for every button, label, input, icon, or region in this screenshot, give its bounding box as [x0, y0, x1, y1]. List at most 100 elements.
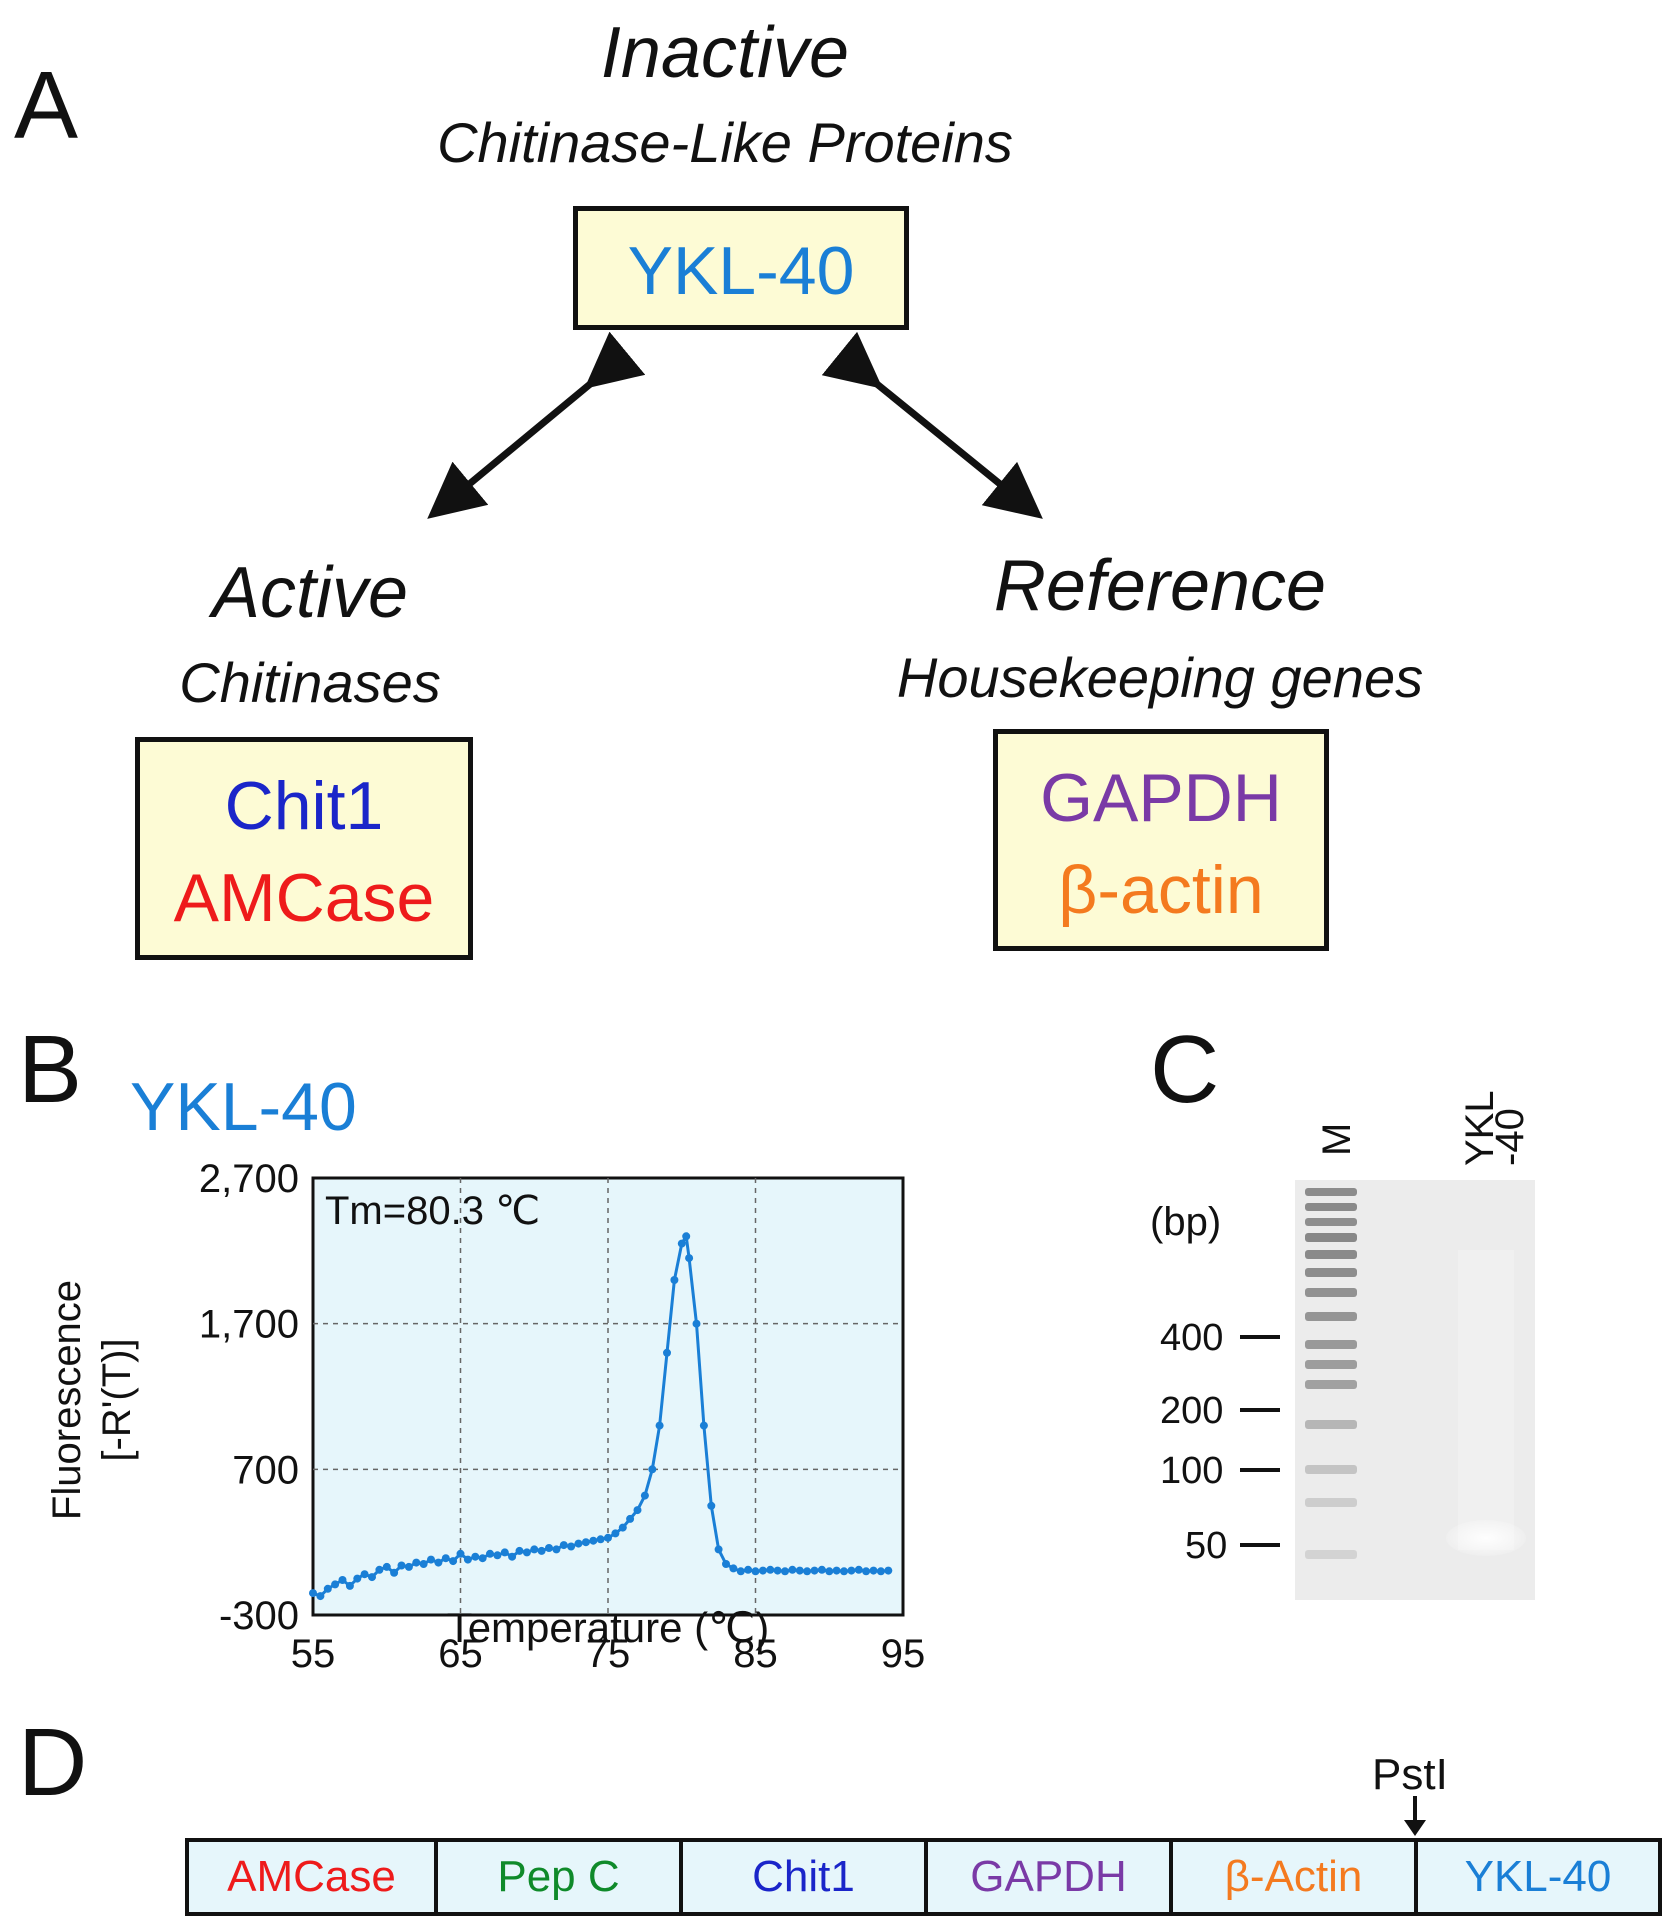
marker-label-200: 200	[1160, 1390, 1223, 1432]
bp-unit-label: (bp)	[1150, 1200, 1221, 1244]
data-point	[471, 1552, 480, 1561]
data-point	[611, 1529, 620, 1538]
x-axis-label: Temperature (℃)	[447, 1604, 770, 1651]
data-point	[729, 1564, 738, 1573]
data-point	[478, 1554, 487, 1563]
marker-lane-bands	[1305, 1188, 1357, 1559]
segment-amcase: AMCase	[189, 1842, 438, 1912]
segment-gapdh: GAPDH	[928, 1842, 1173, 1912]
data-point	[825, 1567, 834, 1576]
data-point	[604, 1533, 612, 1542]
data-point	[559, 1541, 568, 1550]
data-point	[640, 1491, 649, 1500]
data-point	[832, 1566, 841, 1575]
data-point	[869, 1566, 878, 1575]
inactive-title: Inactive	[600, 13, 850, 93]
segment-pep-c: Pep C	[438, 1842, 683, 1912]
data-point	[404, 1562, 413, 1571]
tm-annotation: Tm=80.3 ℃	[325, 1189, 540, 1233]
data-point	[309, 1589, 317, 1598]
data-point	[589, 1536, 598, 1545]
data-point	[596, 1535, 605, 1544]
data-point	[682, 1232, 691, 1241]
data-point	[515, 1546, 524, 1555]
y-tick-label: 1,700	[199, 1303, 299, 1347]
data-point	[626, 1514, 635, 1523]
data-point	[854, 1565, 863, 1574]
data-point	[847, 1566, 856, 1575]
segment-ykl40: YKL-40	[1464, 1852, 1612, 1901]
data-point	[552, 1545, 561, 1554]
data-point	[500, 1548, 509, 1557]
data-point	[375, 1565, 384, 1574]
data-point	[456, 1549, 465, 1558]
data-point	[345, 1581, 354, 1590]
data-point	[884, 1566, 893, 1575]
y-axis-label-line2: [-R'(T)]	[95, 1338, 139, 1461]
series-points	[309, 1232, 893, 1601]
active-title: Active	[211, 553, 409, 633]
active-subtitle: Chitinases	[179, 651, 441, 714]
x-tick-label: 95	[881, 1632, 926, 1676]
lane-label-marker: M	[1315, 1123, 1359, 1156]
relation-arrows	[427, 331, 1043, 519]
panel-d-letter: D	[18, 1709, 88, 1816]
data-point	[810, 1566, 819, 1575]
gene-amcase: AMCase	[173, 860, 435, 936]
panel-c-letter: C	[1150, 1016, 1220, 1123]
data-point	[331, 1580, 340, 1589]
data-point	[412, 1558, 421, 1567]
data-point	[744, 1565, 753, 1574]
data-point	[707, 1501, 716, 1510]
data-point	[581, 1538, 590, 1547]
ykl40-product-band	[1446, 1520, 1526, 1556]
x-tick-label: 55	[291, 1632, 336, 1676]
gene-gapdh: GAPDH	[1040, 760, 1282, 836]
data-point	[788, 1565, 797, 1574]
data-point	[773, 1566, 782, 1575]
data-point	[736, 1567, 745, 1576]
data-point	[692, 1319, 701, 1328]
data-point	[840, 1567, 848, 1576]
active-genes-box: Chit1 AMCase	[135, 737, 473, 960]
y-tick-label: -300	[219, 1594, 299, 1638]
data-point	[685, 1254, 694, 1263]
data-point	[699, 1421, 708, 1430]
y-tick-label: 2,700	[199, 1157, 299, 1201]
data-point	[316, 1592, 325, 1601]
inactive-subtitle: Chitinase-Like Proteins	[437, 111, 1013, 174]
data-point	[574, 1539, 583, 1548]
reference-subtitle: Housekeeping genes	[896, 646, 1424, 709]
x-tick-label: 65	[438, 1632, 483, 1676]
data-point	[618, 1523, 627, 1532]
chart-grid	[313, 1178, 903, 1615]
data-point	[655, 1421, 664, 1430]
data-point	[390, 1568, 399, 1577]
gene-beta-actin: β-actin	[1058, 852, 1264, 928]
data-point	[493, 1551, 502, 1560]
panel-b-letter: B	[18, 1016, 83, 1123]
data-point	[522, 1548, 531, 1557]
data-point	[434, 1558, 443, 1567]
marker-label-100: 100	[1160, 1450, 1223, 1492]
segment-chit1: Chit1	[683, 1842, 928, 1912]
y-axis-label-line1: Fluorescence	[45, 1280, 89, 1520]
data-point	[803, 1567, 812, 1576]
data-point	[368, 1573, 376, 1582]
pstI-arrow-icon	[1404, 1796, 1426, 1836]
data-point	[353, 1574, 362, 1583]
data-point	[323, 1584, 332, 1593]
data-point	[714, 1545, 723, 1554]
gel-figure: M YKL -40 (bp) 400 200 100 50	[1150, 1090, 1535, 1600]
data-point	[419, 1560, 428, 1568]
data-point	[567, 1542, 576, 1551]
ykl40-lane-smear	[1458, 1250, 1514, 1550]
marker-label-50: 50	[1185, 1525, 1227, 1567]
data-point	[530, 1545, 539, 1554]
data-point	[670, 1276, 679, 1284]
data-point	[441, 1554, 450, 1563]
arrow-ykl40-reference	[821, 331, 1043, 519]
